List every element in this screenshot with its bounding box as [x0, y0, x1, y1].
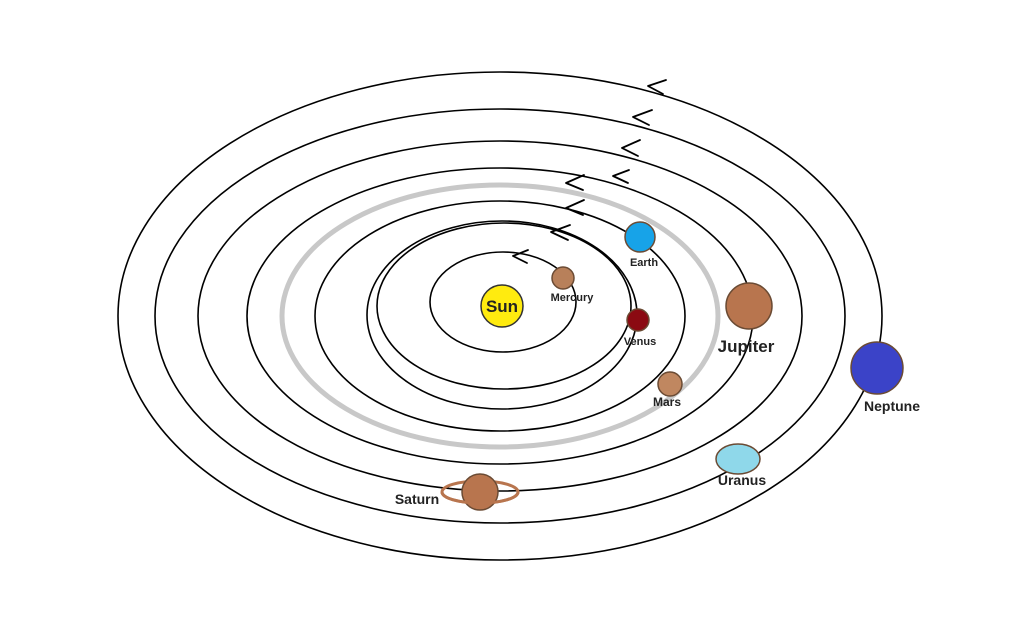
orbit-mars: [314, 200, 686, 432]
orbit-uranus: [154, 108, 846, 524]
planet-earth: Earth: [624, 221, 658, 269]
orbit-mercury: [429, 251, 577, 353]
sun-body: [480, 284, 524, 328]
sun: Sun: [480, 284, 524, 328]
planet-mars: Mars: [653, 371, 683, 409]
asteroid-belt: [279, 182, 721, 450]
planet-uranus: Uranus: [715, 443, 766, 488]
earth-label: Earth: [630, 257, 658, 269]
earth-body: [624, 221, 656, 253]
venus-label: Venus: [624, 336, 656, 348]
arrowhead-icon: [512, 249, 529, 264]
uranus-label: Uranus: [718, 472, 766, 488]
arrowhead-icon: [612, 169, 630, 184]
arrowhead-icon: [565, 199, 585, 216]
arrowhead-icon: [647, 79, 667, 95]
mercury-body: [551, 266, 575, 290]
venus-body: [626, 308, 650, 332]
planet-saturn: Saturn: [395, 473, 520, 511]
jupiter-label: Jupiter: [718, 337, 775, 356]
arrowhead-icon: [565, 174, 585, 191]
mars-label: Mars: [653, 395, 681, 409]
saturn-label: Saturn: [395, 491, 439, 507]
planet-neptune: Neptune: [850, 341, 920, 414]
neptune-label: Neptune: [864, 398, 920, 414]
arrowhead-icon: [632, 109, 653, 126]
orbit-saturn: [197, 140, 803, 492]
planet-mercury: Mercury: [551, 266, 595, 304]
neptune-body: [850, 341, 904, 395]
orbit-venus: [376, 222, 632, 390]
sun-label: Sun: [486, 297, 518, 316]
planet-jupiter: Jupiter: [718, 282, 775, 356]
arrowhead-icon: [621, 139, 641, 157]
arrowhead-icon: [550, 224, 571, 241]
mercury-label: Mercury: [551, 292, 595, 304]
mars-body: [657, 371, 683, 397]
uranus-body: [715, 443, 761, 475]
jupiter-body: [725, 282, 773, 330]
direction-arrows: [512, 79, 667, 264]
planet-venus: Venus: [624, 308, 656, 348]
orbit-neptune: [117, 71, 883, 561]
saturn-rings-front: [440, 491, 520, 505]
saturn-body: [461, 473, 499, 511]
